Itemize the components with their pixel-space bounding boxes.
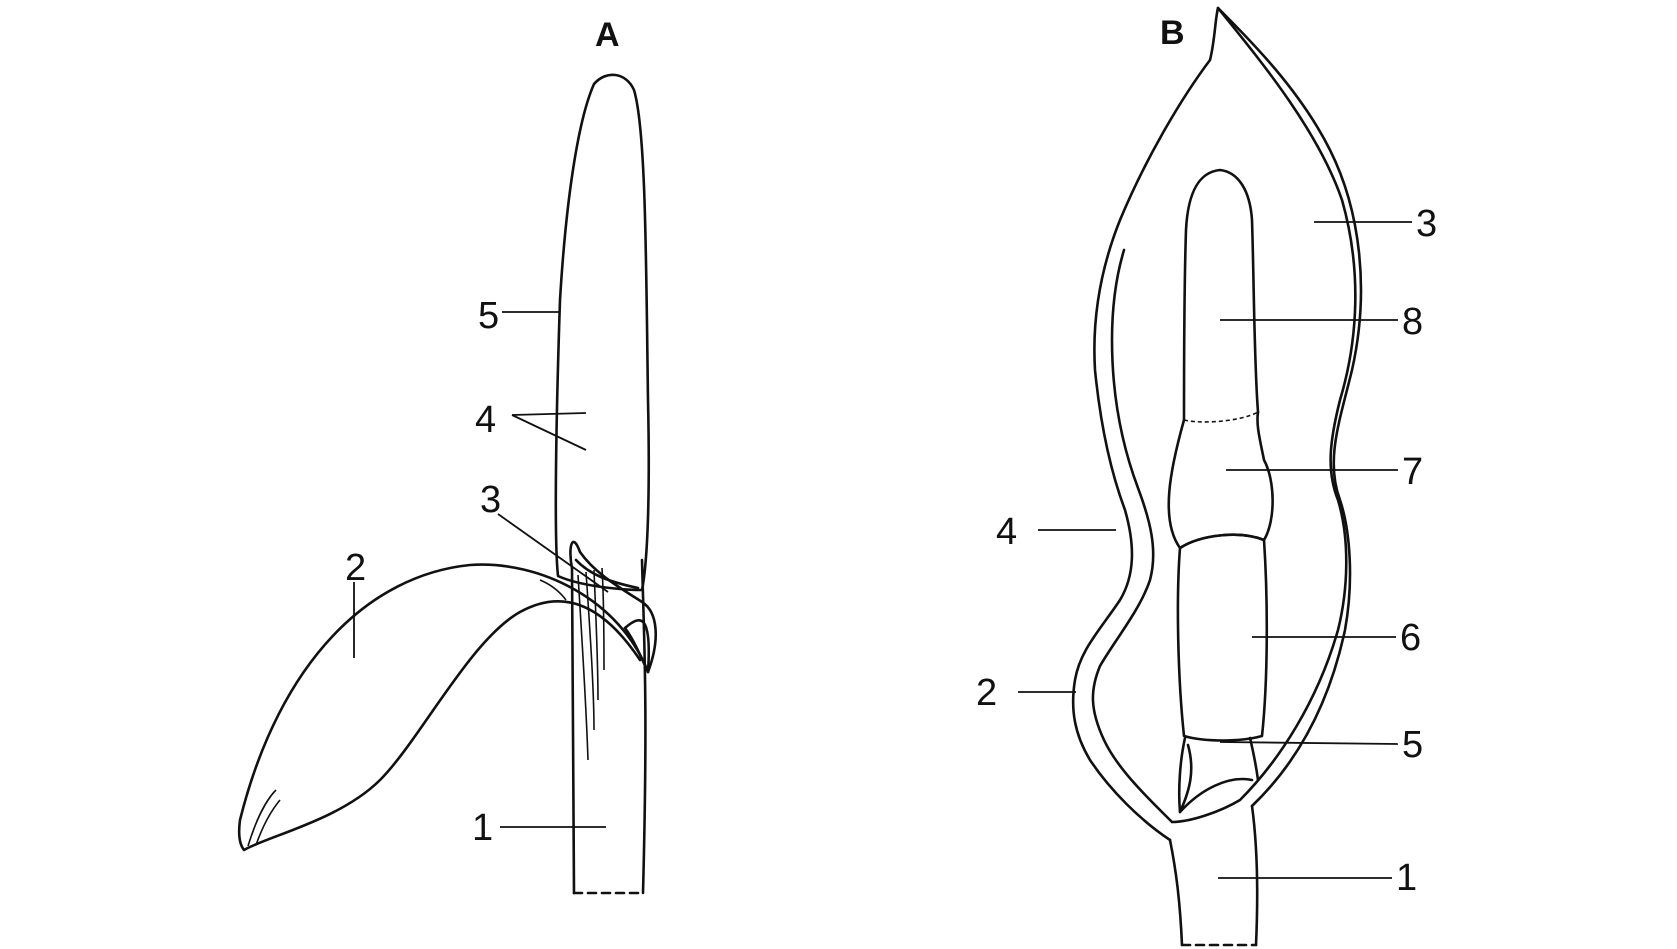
panel-b-label-4: 4 — [996, 511, 1017, 553]
panel-b-label-5: 5 — [1402, 724, 1423, 766]
panel-b-label-2: 2 — [976, 672, 997, 714]
panel-a-spadix-base — [574, 558, 640, 590]
panel-b-leaders — [1018, 221, 1412, 879]
panel-a-stem — [570, 558, 647, 895]
panel-a — [237, 73, 657, 895]
panel-b-label-7: 7 — [1402, 451, 1423, 493]
panel-a-label-2: 2 — [345, 547, 366, 589]
panel-b-label-1: 1 — [1396, 857, 1417, 899]
panel-b-label-8: 8 — [1402, 301, 1423, 343]
panel-b-sterile-ring — [1183, 411, 1259, 423]
panel-a-stem-striations — [577, 567, 605, 761]
panel-b-label-3: 3 — [1416, 203, 1437, 245]
panel-b-label-6: 6 — [1400, 617, 1421, 659]
panel-a-spadix — [554, 73, 651, 592]
panel-a-spathe-tip — [623, 619, 651, 674]
panel-b-spathe-inner — [1091, 6, 1357, 824]
panel-b-spathe-outer — [1071, 6, 1363, 842]
panel-b-spathe-fold — [1178, 743, 1254, 814]
panel-a-label-4: 4 — [475, 399, 496, 441]
panel-a-title: A — [595, 16, 620, 54]
panel-a-leaf-tip-detail — [247, 579, 567, 847]
panel-a-leaders — [353, 311, 609, 828]
panel-b-stem — [1168, 804, 1259, 947]
panel-a-label-5: 5 — [478, 295, 499, 337]
panel-b-appendix — [1182, 168, 1260, 422]
panel-a-leaf — [237, 563, 650, 852]
panel-b — [1071, 6, 1363, 947]
panel-b-sterile-zone — [1167, 410, 1274, 550]
panel-a-label-3: 3 — [480, 479, 501, 521]
panel-a-label-1: 1 — [472, 807, 493, 849]
panel-b-title: B — [1160, 14, 1185, 52]
